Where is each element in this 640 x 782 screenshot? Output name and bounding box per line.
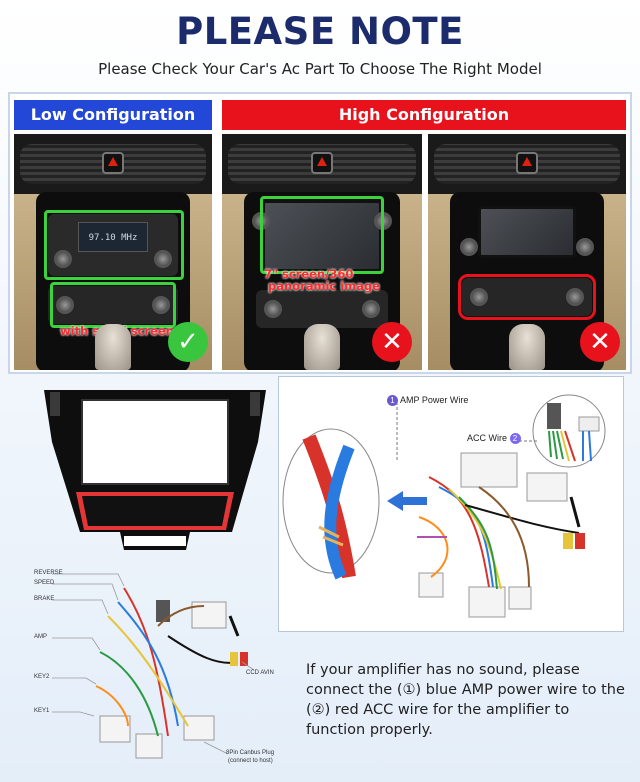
cross-icon: ✕ — [580, 322, 620, 362]
amp-label: AMP — [34, 634, 48, 640]
acc-wire-label: ACC Wire 2 — [467, 433, 521, 445]
harness-diagram-icon — [52, 573, 255, 759]
ac-control-panel — [462, 278, 592, 316]
radio-highlight-box — [44, 210, 184, 280]
ccd-avin-label: CCD AVIN — [246, 670, 274, 676]
gear-shifter — [304, 324, 340, 370]
tune-knob-icon — [154, 250, 172, 268]
ac-control-panel — [48, 286, 178, 324]
gear-shifter — [509, 324, 545, 370]
right-knob-icon — [576, 238, 594, 256]
temp-knob-icon — [264, 300, 282, 318]
canbus-label-line1: 8Pin Canbus Plug — [226, 750, 275, 756]
gear-shifter — [95, 324, 131, 370]
page-subtitle: Please Check Your Car's Ac Part To Choos… — [98, 60, 542, 78]
factory-screen — [478, 206, 576, 258]
cross-icon: ✕ — [372, 322, 412, 362]
fan-knob-icon — [152, 296, 170, 314]
canbus-label-line2: (connect to host) — [228, 758, 273, 764]
hazard-button-icon — [102, 152, 124, 174]
fan-knob-icon — [566, 288, 584, 306]
amp-wire-label: 1 AMP Power Wire — [387, 395, 468, 407]
screen-caption-line1: 7" screen/360 — [264, 267, 354, 281]
volume-knob-icon — [54, 250, 72, 268]
high-config-screen-photo: 7" screen/360 panoramic image ✕ — [222, 134, 422, 370]
ac-highlight-box — [50, 282, 176, 328]
checkmark-icon: ✓ — [168, 322, 208, 362]
dash-bezel-icon — [44, 390, 266, 550]
hazard-button-icon — [516, 152, 538, 174]
temp-knob-icon — [56, 296, 74, 314]
harness-illustration — [282, 394, 606, 618]
factory-screen — [262, 200, 382, 272]
dash-frame-image — [10, 378, 270, 570]
radio-display: 97.10 MHz — [78, 222, 148, 252]
left-knob-icon — [460, 238, 478, 256]
reverse-label: REVERSE — [34, 570, 63, 576]
harness-panel: 1 AMP Power Wire ACC Wire 2 — [278, 376, 624, 632]
ac-control-panel — [256, 290, 388, 328]
brake-label: BRAKE — [34, 596, 55, 602]
high-configuration-banner: High Configuration — [222, 100, 626, 130]
acc-number-badge: 2 — [509, 433, 521, 445]
key1-label: KEY1 — [34, 708, 50, 714]
page-title: PLEASE NOTE — [176, 10, 464, 53]
high-config-ac-photo: ✕ — [428, 134, 626, 370]
ac-highlight-box — [458, 274, 596, 320]
low-configuration-banner: Low Configuration — [14, 100, 212, 130]
key2-label: KEY2 — [34, 674, 50, 680]
amp-number-badge: 1 — [387, 395, 398, 407]
amplifier-note: If your amplifier has no sound, please c… — [306, 662, 625, 738]
low-config-dashboard-photo: 97.10 MHz with small screen ✓ — [14, 134, 212, 370]
radio-unit: 97.10 MHz — [48, 214, 178, 276]
screen-caption-line2: panoramic image — [268, 279, 380, 293]
wiring-diagram: REVERSE SPEED BRAKE AMP KEY2 KEY1 CCD AV… — [8, 566, 284, 776]
screen-highlight-box — [260, 196, 384, 274]
temp-knob-icon — [470, 288, 488, 306]
hazard-button-icon — [311, 152, 333, 174]
speed-label: SPEED — [34, 580, 55, 586]
fan-knob-icon — [362, 300, 380, 318]
